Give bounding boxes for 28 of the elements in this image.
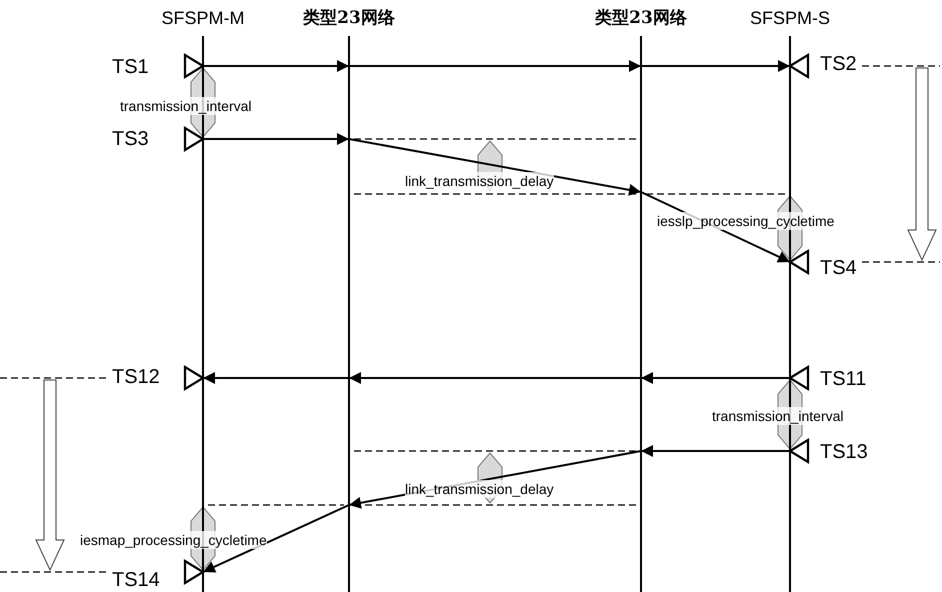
message-arrow xyxy=(641,60,790,72)
timestamp-label: TS13 xyxy=(820,443,868,461)
message-arrow xyxy=(349,60,641,72)
timestamp-label: TS11 xyxy=(820,370,866,388)
message-arrow xyxy=(203,372,349,384)
interval-label: link_transmission_delay xyxy=(405,480,554,498)
interval-label: transmission_interval xyxy=(712,407,844,425)
interval-label: link_transmission_delay xyxy=(405,172,554,190)
participant-label: SFSPM-M xyxy=(160,7,246,30)
interval-label: iesmap_processing_cycletime xyxy=(80,531,267,549)
interval-label: iesslp_processing_cycletime xyxy=(657,212,834,230)
message-arrow xyxy=(641,445,790,457)
participant-label: 类型23网络 xyxy=(302,7,396,30)
message-arrow xyxy=(349,372,641,384)
message-arrow xyxy=(348,138,642,196)
message-arrow xyxy=(202,504,350,573)
message-arrow xyxy=(641,372,790,384)
participant-label: SFSPM-S xyxy=(748,7,831,30)
timestamp-label: TS1 xyxy=(112,58,149,76)
timestamp-label: TS3 xyxy=(112,130,149,148)
timestamp-label: TS2 xyxy=(820,55,857,73)
timestamp-label: TS12 xyxy=(112,368,160,386)
message-arrow xyxy=(203,133,349,145)
timestamp-label: TS14 xyxy=(112,571,160,589)
timestamp-label: TS4 xyxy=(820,259,857,277)
interval-label: transmission_interval xyxy=(120,97,252,115)
message-arrow xyxy=(203,60,349,72)
participant-label: 类型23网络 xyxy=(594,7,688,30)
